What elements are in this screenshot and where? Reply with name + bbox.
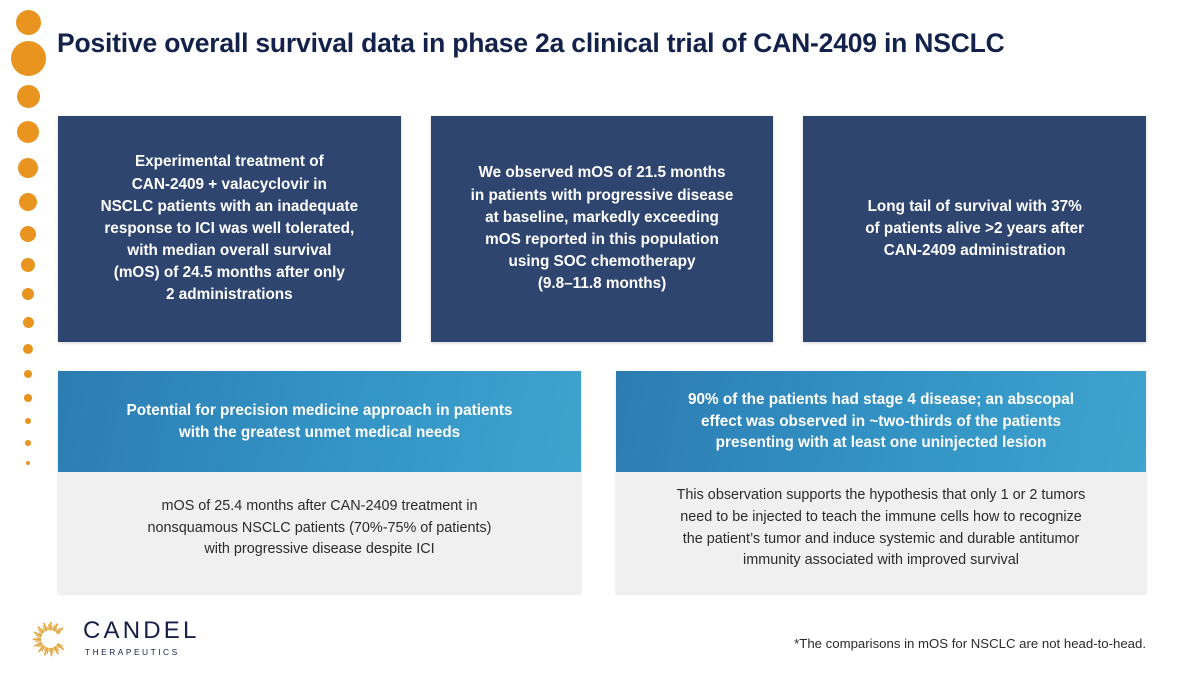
top-statement-row: Experimental treatment of CAN-2409 + val… xyxy=(58,116,1147,342)
decorative-dot xyxy=(19,193,37,211)
statement-box-text: Long tail of survival with 37% of patien… xyxy=(865,197,1085,260)
brand-logo: CANDEL THERAPEUTICS xyxy=(26,612,206,666)
card-header-abscopal-effect: 90% of the patients had stage 4 disease;… xyxy=(616,371,1146,472)
decorative-dot xyxy=(25,440,31,446)
sunburst-icon xyxy=(32,621,64,657)
decorative-dot xyxy=(25,460,31,466)
logo-tagline: THERAPEUTICS xyxy=(85,647,180,657)
card-header-precision-medicine: Potential for precision medicine approac… xyxy=(58,371,581,472)
info-card-abscopal-effect: 90% of the patients had stage 4 disease;… xyxy=(616,371,1146,593)
decorative-dot xyxy=(16,84,40,108)
statement-box-text: We observed mOS of 21.5 months in patien… xyxy=(470,164,734,293)
logo-name: CANDEL xyxy=(83,617,200,644)
decorative-dot xyxy=(24,394,32,402)
decorative-dot xyxy=(21,287,35,301)
logo-wordmark: CANDEL THERAPEUTICS xyxy=(83,617,203,657)
card-body-precision-medicine: mOS of 25.4 months after CAN-2409 treatm… xyxy=(58,472,581,593)
card-body-text: mOS of 25.4 months after CAN-2409 treatm… xyxy=(147,497,492,558)
decorative-dot xyxy=(22,316,34,328)
statement-box-long-tail-survival: Long tail of survival with 37% of patien… xyxy=(803,116,1147,342)
card-header-text: 90% of the patients had stage 4 disease;… xyxy=(688,390,1074,452)
footnote: *The comparisons in mOS for NSCLC are no… xyxy=(794,636,1146,651)
decorative-dot xyxy=(20,226,36,242)
decorative-dot xyxy=(21,258,35,272)
statement-box-observed-mos: We observed mOS of 21.5 months in patien… xyxy=(430,116,774,342)
card-body-text: This observation supports the hypothesis… xyxy=(676,486,1086,569)
decorative-dot xyxy=(10,40,46,76)
decorative-dot xyxy=(15,9,41,35)
decorative-dot xyxy=(24,417,32,425)
decorative-dot xyxy=(17,121,39,143)
decorative-dot-column xyxy=(0,0,58,480)
decorative-dot xyxy=(23,369,33,379)
decorative-dot xyxy=(23,344,33,354)
decorative-dot xyxy=(18,158,38,178)
card-header-text: Potential for precision medicine approac… xyxy=(126,401,513,441)
card-body-abscopal-effect: This observation supports the hypothesis… xyxy=(616,472,1146,593)
statement-box-text: Experimental treatment of CAN-2409 + val… xyxy=(100,153,359,304)
info-card-precision-medicine: Potential for precision medicine approac… xyxy=(58,371,581,593)
page-title: Positive overall survival data in phase … xyxy=(57,28,1005,58)
statement-box-experimental-treatment: Experimental treatment of CAN-2409 + val… xyxy=(58,116,401,342)
bottom-card-row: Potential for precision medicine approac… xyxy=(58,371,1146,593)
